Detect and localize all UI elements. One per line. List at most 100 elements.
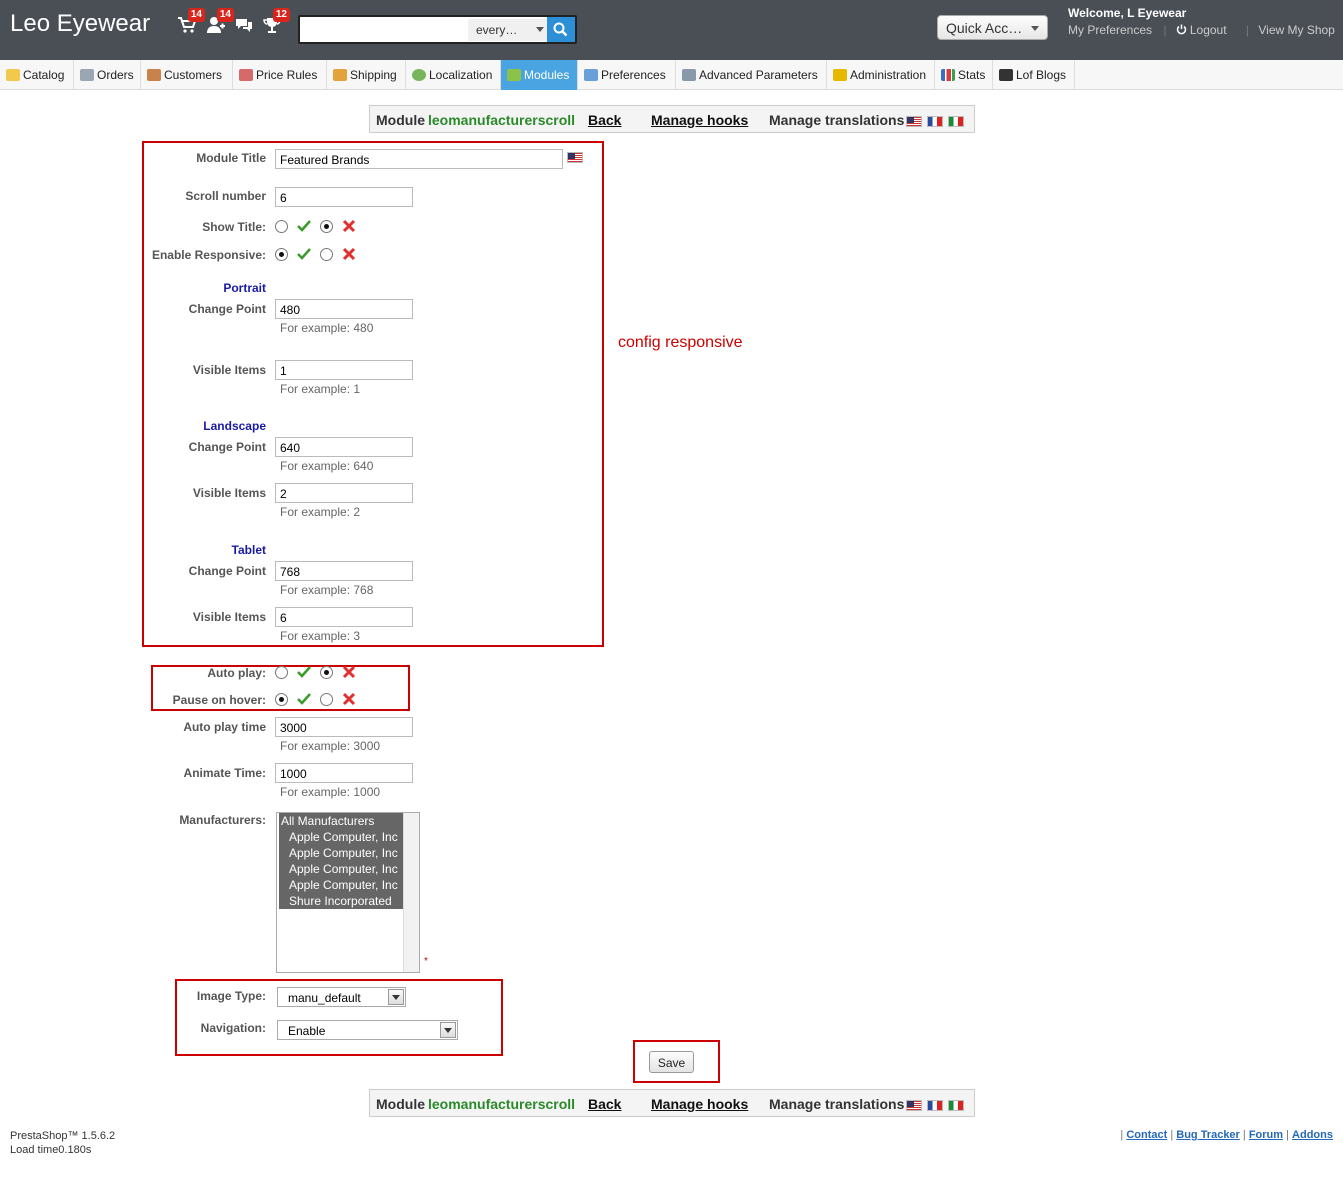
manufacturer-option[interactable]: Apple Computer, Inc <box>279 829 403 845</box>
manufacturer-option[interactable]: All Manufacturers <box>279 813 403 829</box>
manufacturers-scrollbar[interactable] <box>403 813 419 972</box>
auto-play-time-input[interactable]: 3000 <box>275 717 413 737</box>
separator: | <box>1163 23 1167 37</box>
trophy-notification[interactable]: 12 <box>262 8 290 38</box>
flag-fr-icon[interactable] <box>927 1100 943 1111</box>
flag-us-icon[interactable] <box>906 1100 922 1111</box>
welcome-name: L Eyewear <box>1127 6 1187 20</box>
show-title-yes-radio[interactable] <box>275 220 288 233</box>
required-mark: * <box>424 956 428 967</box>
responsive-annotation-box <box>142 141 604 647</box>
show-title-no-radio[interactable] <box>320 220 333 233</box>
contact-link[interactable]: Contact <box>1126 1129 1168 1141</box>
tab-modules[interactable]: Modules <box>501 60 578 90</box>
auto-play-no-radio[interactable] <box>320 666 333 679</box>
shop-name[interactable]: Leo Eyewear <box>10 10 151 37</box>
header-links: My Preferences | Logout | View My Shop <box>1068 23 1343 37</box>
pause-on-hover-no-radio[interactable] <box>320 693 333 706</box>
back-link[interactable]: Back <box>588 112 622 128</box>
landscape-visible-items-input[interactable]: 2 <box>275 483 413 503</box>
tab-administration[interactable]: Administration <box>827 60 935 90</box>
bug-tracker-link[interactable]: Bug Tracker <box>1176 1129 1240 1141</box>
customers-notification[interactable]: 14 <box>206 8 234 38</box>
animate-time-input[interactable]: 1000 <box>275 763 413 783</box>
tab-catalog[interactable]: Catalog <box>0 60 74 90</box>
logout-link[interactable]: Logout <box>1176 23 1235 37</box>
flag-fr-icon[interactable] <box>927 116 943 127</box>
pause-on-hover-yes-radio[interactable] <box>275 693 288 706</box>
tablet-visible-items-label: Visible Items <box>192 610 266 624</box>
chevron-down-icon <box>440 1022 456 1038</box>
orders-badge: 14 <box>187 8 205 22</box>
chevron-down-icon <box>536 27 544 32</box>
enable-responsive-no-radio[interactable] <box>320 248 333 261</box>
view-my-shop-link[interactable]: View My Shop <box>1258 23 1335 37</box>
portrait-visible-items-input[interactable]: 1 <box>275 360 413 380</box>
chevron-down-icon <box>388 989 404 1005</box>
tablet-change-point-input[interactable]: 768 <box>275 561 413 581</box>
portrait-visible-items-label: Visible Items <box>192 363 266 377</box>
landscape-change-point-input[interactable]: 640 <box>275 437 413 457</box>
manufacturer-option[interactable]: Shure Incorporated <box>279 893 403 909</box>
enable-responsive-yes-radio[interactable] <box>275 248 288 261</box>
language-flag-icon[interactable] <box>567 152 583 163</box>
tab-customers[interactable]: Customers <box>141 60 233 90</box>
orders-notification[interactable]: 14 <box>177 8 205 38</box>
quick-access-dropdown[interactable]: Quick Acc… <box>937 15 1048 40</box>
key-icon <box>833 69 847 81</box>
manufacturers-multiselect[interactable]: All Manufacturers Apple Computer, Inc Ap… <box>276 812 420 973</box>
portrait-visible-items-hint: For example: 1 <box>280 382 361 396</box>
flag-it-icon[interactable] <box>948 116 964 127</box>
tablet-change-point-hint: For example: 768 <box>280 583 374 597</box>
my-preferences-link[interactable]: My Preferences <box>1068 23 1153 37</box>
tab-localization[interactable]: Localization <box>406 60 501 90</box>
scroll-number-label: Scroll number <box>185 189 266 203</box>
globe-icon <box>412 69 426 81</box>
portrait-heading: Portrait <box>223 281 266 295</box>
portrait-change-point-input[interactable]: 480 <box>275 299 413 319</box>
tablet-visible-items-input[interactable]: 6 <box>275 607 413 627</box>
forum-link[interactable]: Forum <box>1248 1129 1284 1141</box>
scroll-number-input[interactable]: 6 <box>275 187 413 207</box>
portrait-change-point-hint: For example: 480 <box>280 321 374 335</box>
search-scope-select[interactable]: every… <box>468 19 548 41</box>
back-link[interactable]: Back <box>588 1096 622 1112</box>
navigation-label: Navigation: <box>200 1021 266 1035</box>
manufacturer-option[interactable]: Apple Computer, Inc <box>279 861 403 877</box>
manufacturer-option[interactable]: Apple Computer, Inc <box>279 877 403 893</box>
image-type-select[interactable]: manu_default <box>277 987 406 1007</box>
tab-label: Customers <box>164 68 223 82</box>
manage-hooks-link[interactable]: Manage hooks <box>651 1096 749 1112</box>
enable-responsive-label: Enable Responsive: <box>151 248 266 262</box>
auto-play-label: Auto play: <box>207 666 266 680</box>
check-icon <box>297 220 311 232</box>
tab-shipping[interactable]: Shipping <box>327 60 406 90</box>
landscape-change-point-hint: For example: 640 <box>280 459 374 473</box>
messages-notification[interactable] <box>234 16 256 38</box>
search-input[interactable] <box>302 20 462 40</box>
search-button[interactable] <box>547 17 575 42</box>
flag-us-icon[interactable] <box>906 116 922 127</box>
tab-price-rules[interactable]: Price Rules <box>233 60 327 90</box>
save-button[interactable]: Save <box>649 1051 694 1073</box>
tab-advanced-parameters[interactable]: Advanced Parameters <box>676 60 827 90</box>
tab-label: Orders <box>97 68 134 82</box>
manage-hooks-link[interactable]: Manage hooks <box>651 112 749 128</box>
flag-it-icon[interactable] <box>948 1100 964 1111</box>
tab-label: Localization <box>429 68 493 82</box>
tab-label: Advanced Parameters <box>699 68 818 82</box>
manufacturers-label: Manufacturers: <box>179 813 266 827</box>
auto-play-time-hint: For example: 3000 <box>280 739 381 753</box>
tab-lof-blogs[interactable]: Lof Blogs <box>993 60 1075 90</box>
animate-time-hint: For example: 1000 <box>280 785 381 799</box>
module-title-input[interactable]: Featured Brands <box>275 149 563 169</box>
tab-stats[interactable]: Stats <box>935 60 993 90</box>
navigation-select[interactable]: Enable <box>277 1020 458 1040</box>
tab-preferences[interactable]: Preferences <box>578 60 676 90</box>
manufacturer-option[interactable]: Apple Computer, Inc <box>279 845 403 861</box>
auto-play-yes-radio[interactable] <box>275 666 288 679</box>
module-title-label: Module Title <box>196 151 266 165</box>
trophy-badge: 12 <box>272 8 290 22</box>
tab-orders[interactable]: Orders <box>74 60 141 90</box>
addons-link[interactable]: Addons <box>1292 1129 1333 1141</box>
